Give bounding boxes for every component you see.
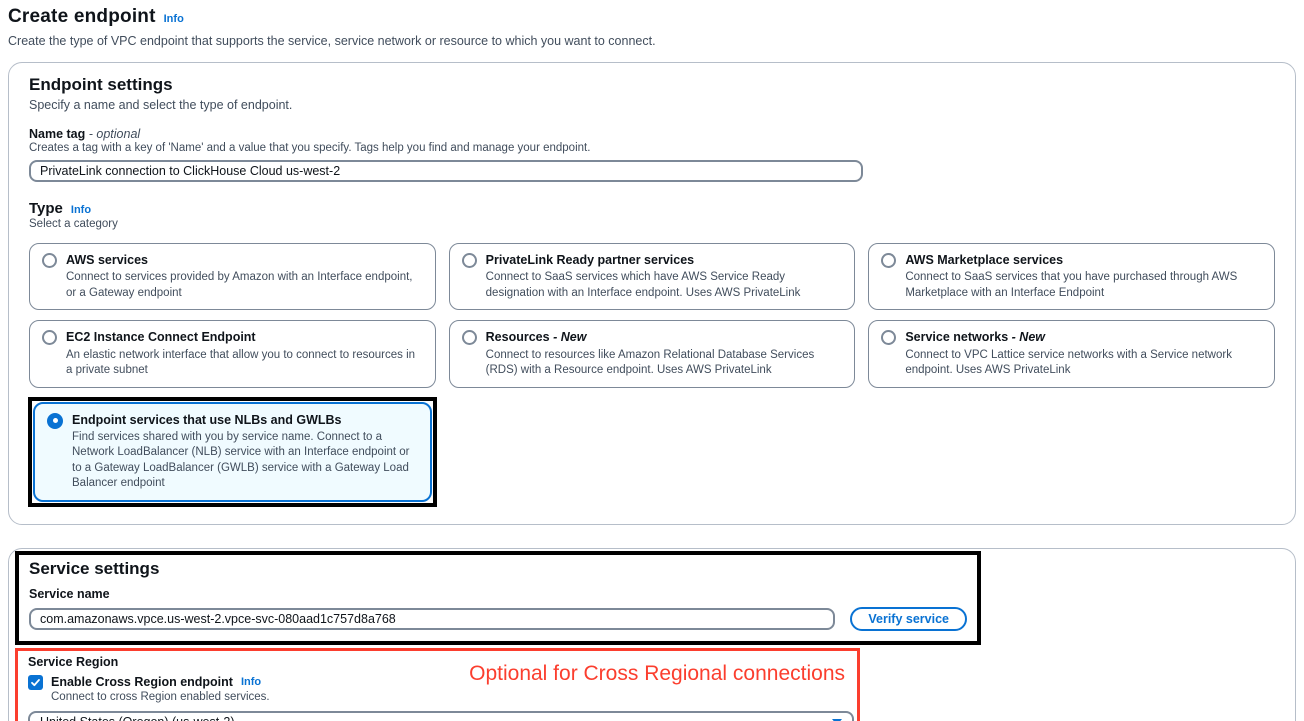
radio-unselected-icon[interactable] (881, 330, 897, 346)
radio-selected-icon[interactable] (47, 412, 63, 429)
service-region-label: Service Region (28, 654, 119, 669)
type-info-link[interactable]: Info (70, 204, 92, 216)
tile-title: Service networks - New (905, 330, 1045, 345)
tile-description: Connect to services provided by Amazon w… (66, 271, 413, 299)
endpoint-settings-subheading: Specify a name and select the type of en… (29, 98, 293, 112)
cross-region-info-link[interactable]: Info (240, 676, 262, 689)
black-annotation-rectangle: Endpoint services that use NLBs and GWLB… (28, 396, 437, 507)
red-annotation-rectangle: Service Region Enable Cross Region endpo… (15, 647, 860, 721)
service-settings-heading: Service settings (29, 558, 160, 578)
radio-unselected-icon[interactable] (881, 253, 897, 268)
page-header: Create endpoint Info Create the type of … (8, 4, 1296, 48)
tile-resources[interactable]: Resources - New Connect to resources lik… (448, 320, 856, 388)
tile-description: Connect to SaaS services which have AWS … (485, 271, 801, 299)
type-label: Type (29, 200, 63, 217)
radio-unselected-icon[interactable] (42, 253, 57, 268)
tile-title: PrivateLink Ready partner services (485, 253, 695, 267)
endpoint-settings-card: Endpoint settings Specify a name and sel… (8, 62, 1296, 525)
cross-region-helper: Connect to cross Region enabled services… (51, 690, 270, 703)
name-tag-optional-suffix: - optional (88, 127, 141, 141)
tile-description: Connect to resources like Amazon Relatio… (485, 348, 815, 377)
enable-cross-region-label: Enable Cross Region endpoint (51, 675, 233, 690)
tile-description: An elastic network interface that allow … (66, 348, 416, 377)
tile-title: Endpoint services that use NLBs and GWLB… (72, 412, 342, 427)
black-annotation-rectangle: Service settings Service name com.amazon… (15, 550, 981, 645)
tile-title: AWS services (66, 253, 148, 267)
new-badge: - New (1011, 330, 1045, 345)
tile-title: AWS Marketplace services (905, 253, 1064, 267)
page-title: Create endpoint (8, 6, 156, 27)
tile-description: Connect to SaaS services that you have p… (905, 271, 1238, 299)
tile-privatelink-ready-partner-services[interactable]: PrivateLink Ready partner services Conne… (448, 243, 856, 311)
service-settings-card: Service settings Service name com.amazon… (8, 547, 1296, 721)
service-region-select[interactable]: United States (Oregon) (us-west-2) (28, 710, 854, 721)
radio-unselected-icon[interactable] (461, 330, 477, 346)
endpoint-settings-heading: Endpoint settings (29, 75, 173, 94)
tile-aws-marketplace-services[interactable]: AWS Marketplace services Connect to SaaS… (868, 243, 1275, 311)
tile-service-networks[interactable]: Service networks - New Connect to VPC La… (868, 320, 1275, 388)
name-tag-label: Name tag - optional (29, 127, 141, 141)
verify-service-button[interactable]: Verify service (850, 606, 967, 631)
tile-description: Connect to VPC Lattice service networks … (905, 348, 1232, 377)
type-helper: Select a category (29, 218, 118, 230)
radio-unselected-icon[interactable] (42, 330, 57, 346)
chevron-down-icon (832, 719, 842, 721)
service-name-input[interactable]: com.amazonaws.vpce.us-west-2.vpce-svc-08… (29, 607, 836, 630)
tile-ec2-instance-connect-endpoint[interactable]: EC2 Instance Connect Endpoint An elastic… (29, 320, 436, 388)
tile-endpoint-services-nlb-gwlb[interactable]: Endpoint services that use NLBs and GWLB… (33, 401, 432, 502)
radio-unselected-icon[interactable] (461, 253, 477, 268)
service-name-label: Service name (29, 586, 110, 601)
tile-title: EC2 Instance Connect Endpoint (66, 330, 256, 345)
service-region-value: United States (Oregon) (us-west-2) (40, 715, 235, 721)
tile-title: Resources - New (485, 330, 587, 345)
check-icon (31, 678, 40, 686)
type-tile-grid: AWS services Connect to services provide… (28, 243, 1275, 507)
page-title-info-link[interactable]: Info (163, 13, 184, 25)
name-tag-helper: Creates a tag with a key of 'Name' and a… (29, 142, 591, 154)
page-description: Create the type of VPC endpoint that sup… (8, 34, 656, 48)
tile-aws-services[interactable]: AWS services Connect to services provide… (29, 243, 436, 311)
red-annotation-text: Optional for Cross Regional connections (469, 661, 845, 685)
enable-cross-region-checkbox[interactable] (28, 674, 43, 690)
name-tag-input[interactable]: PrivateLink connection to ClickHouse Clo… (29, 160, 863, 182)
new-badge: - New (553, 330, 587, 345)
tile-description: Find services shared with you by service… (72, 430, 410, 490)
